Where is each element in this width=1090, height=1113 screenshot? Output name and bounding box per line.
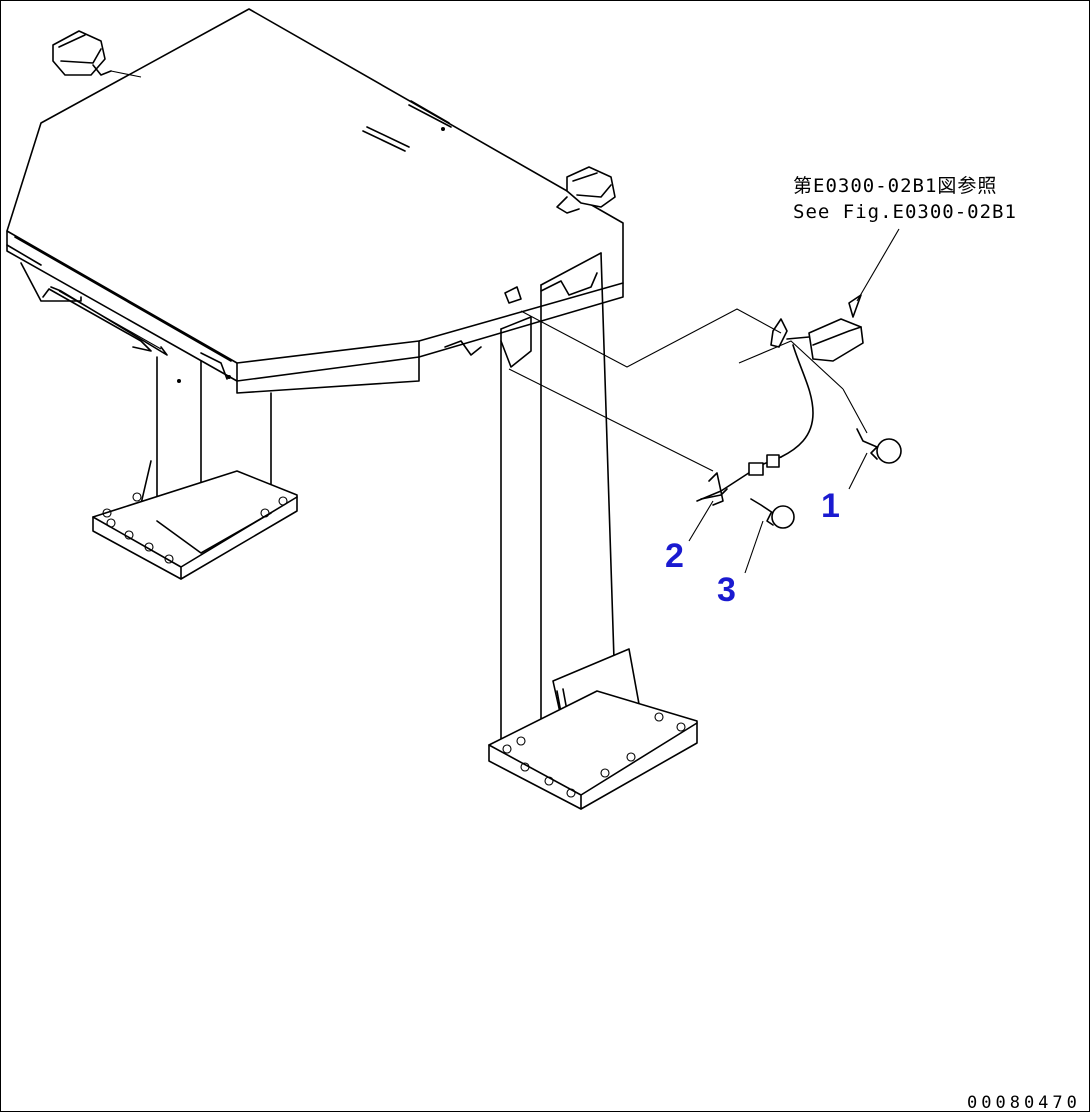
bolt-3-icon bbox=[750, 498, 795, 529]
left-pedestal bbox=[92, 356, 298, 580]
reference-note-english: See Fig.E0300-02B1 bbox=[793, 201, 1017, 223]
work-lamp-right-icon bbox=[556, 166, 616, 214]
horn-unit-icon bbox=[770, 318, 864, 362]
reference-note-japanese: 第E0300-02B1図参照 bbox=[793, 175, 998, 197]
work-lamp-left-icon bbox=[52, 30, 142, 78]
leader-lines bbox=[688, 228, 900, 574]
callout-2: 2 bbox=[665, 537, 684, 575]
callout-1: 1 bbox=[821, 487, 840, 525]
right-pedestal bbox=[444, 252, 698, 810]
drawing-number: 00080470 bbox=[967, 1093, 1081, 1113]
callout-3: 3 bbox=[717, 571, 736, 609]
deck-panel bbox=[6, 8, 624, 394]
bolt-1-icon bbox=[856, 428, 902, 464]
clip-2-icon bbox=[700, 472, 728, 506]
connector-icon bbox=[748, 454, 780, 476]
reference-note: 第E0300-02B1図参照 See Fig.E0300-02B1 bbox=[793, 173, 1017, 225]
